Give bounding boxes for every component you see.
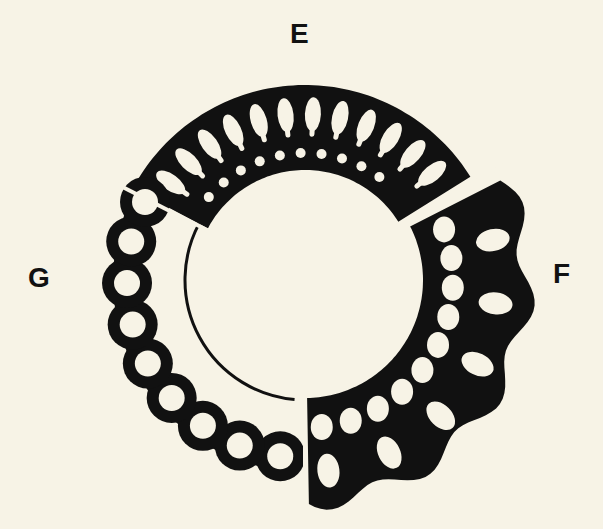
- small-hole: [317, 149, 327, 159]
- teardrop-hole: [171, 144, 206, 179]
- teardrop-stem: [417, 173, 432, 186]
- small-hole: [337, 154, 347, 164]
- teardrop-stem: [380, 138, 390, 155]
- teardrop-stem: [286, 115, 288, 135]
- oval-hole: [391, 379, 413, 405]
- inner-arc: [185, 224, 295, 400]
- teardrop-stem: [400, 154, 413, 169]
- small-hole: [356, 161, 366, 171]
- teardrop-stem: [259, 121, 265, 140]
- oval-hole: [437, 304, 459, 330]
- oval-hole: [477, 290, 513, 316]
- oval-hole: [367, 396, 389, 422]
- small-hole: [255, 156, 265, 166]
- chain-hole: [227, 433, 253, 459]
- oval-hole: [440, 245, 462, 271]
- teardrop-hole: [396, 136, 430, 172]
- chain-hole: [159, 385, 185, 411]
- small-hole: [275, 151, 285, 161]
- teardrop-hole: [375, 119, 406, 156]
- oval-hole: [457, 347, 497, 382]
- oval-hole: [433, 216, 455, 242]
- teardrop-stem: [336, 118, 340, 138]
- sector-e: [133, 85, 471, 228]
- gap-line: [87, 169, 212, 233]
- gap-line: [396, 158, 517, 228]
- teardrop-hole: [246, 102, 271, 139]
- sector-label: F: [553, 258, 570, 290]
- oval-hole: [442, 275, 464, 301]
- oval-hole: [411, 357, 433, 383]
- chain-hole: [190, 413, 216, 439]
- oval-hole: [427, 332, 449, 358]
- oval-hole: [340, 408, 362, 434]
- sector-label: G: [28, 262, 50, 294]
- teardrop-stem: [189, 162, 203, 176]
- teardrop-hole: [353, 107, 380, 145]
- teardrop-stem: [171, 182, 187, 194]
- teardrop-stem: [210, 144, 221, 160]
- sector-f: [307, 181, 534, 510]
- teardrop-hole: [193, 126, 226, 163]
- oval-hole: [372, 432, 407, 472]
- small-hole: [296, 148, 306, 158]
- small-hole: [204, 192, 214, 202]
- small-hole: [374, 172, 384, 182]
- chain-hole: [114, 270, 140, 296]
- oval-hole: [311, 414, 333, 440]
- gap-line: [303, 385, 307, 525]
- chain-hole: [267, 443, 293, 469]
- small-hole: [219, 177, 229, 187]
- chain-hole: [120, 312, 146, 338]
- sector-label: E: [290, 18, 309, 50]
- teardrop-hole: [219, 112, 248, 150]
- small-hole: [236, 165, 246, 175]
- oval-hole: [315, 452, 341, 488]
- chain-hole: [118, 228, 144, 254]
- teardrop-stem: [309, 114, 315, 134]
- teardrop-stem: [233, 130, 242, 148]
- teardrop-stem: [359, 126, 366, 145]
- teardrop-hole: [414, 156, 450, 190]
- oval-hole: [474, 226, 512, 255]
- oval-hole: [421, 396, 461, 436]
- chain-link: [120, 177, 170, 227]
- chain-hole: [135, 351, 161, 377]
